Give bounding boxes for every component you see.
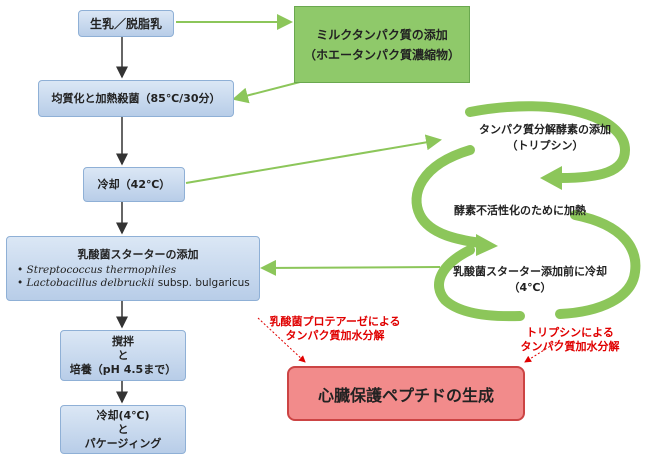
cycle-step-3-line2: （4℃） [508, 281, 552, 294]
strain-2-subsp: subsp. bulgaricus [154, 276, 250, 289]
protein-add-line2: （ホエータンパク質濃縮物） [303, 47, 460, 62]
cycle-curve-2 [411, 145, 485, 248]
strain-2-name: Lactobacillus delbruckii [26, 276, 155, 289]
pack-line3: パケージィング [84, 436, 162, 450]
pack-line2: と [117, 422, 129, 436]
result-label: 心臓保護ペプチドの生成 [317, 385, 494, 405]
note-left-line2: タンパク質加水分解 [285, 329, 385, 342]
cool-box: 冷却（42℃） [83, 167, 185, 202]
milk-box: 生乳／脱脂乳 [78, 10, 174, 37]
cycle-curve-4 [434, 245, 525, 322]
strain-1: • Streptococcus thermophiles [17, 263, 177, 276]
note-right-line2: タンパク質加水分解 [520, 340, 620, 353]
stir-line2: と [117, 348, 129, 362]
pack-line1: 冷却(4℃) [96, 408, 150, 422]
note-right-line1: トリプシンによる [526, 326, 614, 339]
cycle-arrowhead-2 [476, 234, 498, 256]
stir-line3: 培養（pH 4.5まで） [69, 362, 177, 376]
protein-add-box: ミルクタンパク質の添加 （ホエータンパク質濃縮物） [294, 6, 470, 83]
milk-label: 生乳／脱脂乳 [89, 16, 162, 31]
homogenize-label: 均質化と加熱殺菌（85℃/30分） [51, 91, 221, 105]
cycle-step-1-line1: タンパク質分解酵素の添加 [479, 123, 611, 136]
note-right: トリプシンによる タンパク質加水分解 [500, 326, 640, 354]
strain-1-name: Streptococcus thermophiles [26, 263, 177, 276]
cycle-arrowhead-1 [540, 166, 562, 190]
cycle-step-1-line2: （トリプシン） [506, 139, 584, 152]
cycle-curve-3 [555, 210, 641, 319]
protein-add-line1: ミルクタンパク質の添加 [316, 27, 448, 42]
pack-box: 冷却(4℃) と パケージィング [60, 405, 186, 454]
red-arrow-right [524, 339, 561, 363]
homogenize-box: 均質化と加熱殺菌（85℃/30分） [38, 80, 234, 117]
starter-title: 乳酸菌スターターの添加 [77, 247, 199, 261]
arrow-cycle-to-starter [260, 259, 441, 276]
starter-box: 乳酸菌スターターの添加 • Streptococcus thermophiles… [6, 236, 260, 301]
note-left-line1: 乳酸菌プロテアーゼによる [269, 315, 401, 328]
cycle-curve-1 [465, 101, 631, 183]
strain-2: • Lactobacillus delbruckii subsp. bulgar… [17, 276, 250, 289]
result-box: 心臓保護ペプチドの生成 [287, 366, 525, 421]
cycle-step-3-line1: 乳酸菌スターター添加前に冷却 [453, 265, 607, 278]
red-arrow-left [257, 317, 306, 363]
cool-label: 冷却（42℃） [97, 177, 171, 191]
stir-box: 撹拌 と 培養（pH 4.5まで） [60, 330, 186, 381]
cycle-step-1: タンパク質分解酵素の添加 （トリプシン） [465, 122, 625, 154]
arrow-protein-to-homogenize [232, 81, 301, 104]
cycle-step-2-label: 酵素不活性化のために加熱 [454, 204, 586, 217]
cycle-step-2: 酵素不活性化のために加熱 [435, 203, 605, 219]
arrow-cool-to-cycle [185, 134, 442, 184]
note-left: 乳酸菌プロテアーゼによる タンパク質加水分解 [255, 315, 415, 343]
cycle-step-3: 乳酸菌スターター添加前に冷却 （4℃） [440, 264, 620, 296]
stir-line1: 撹拌 [112, 334, 134, 348]
